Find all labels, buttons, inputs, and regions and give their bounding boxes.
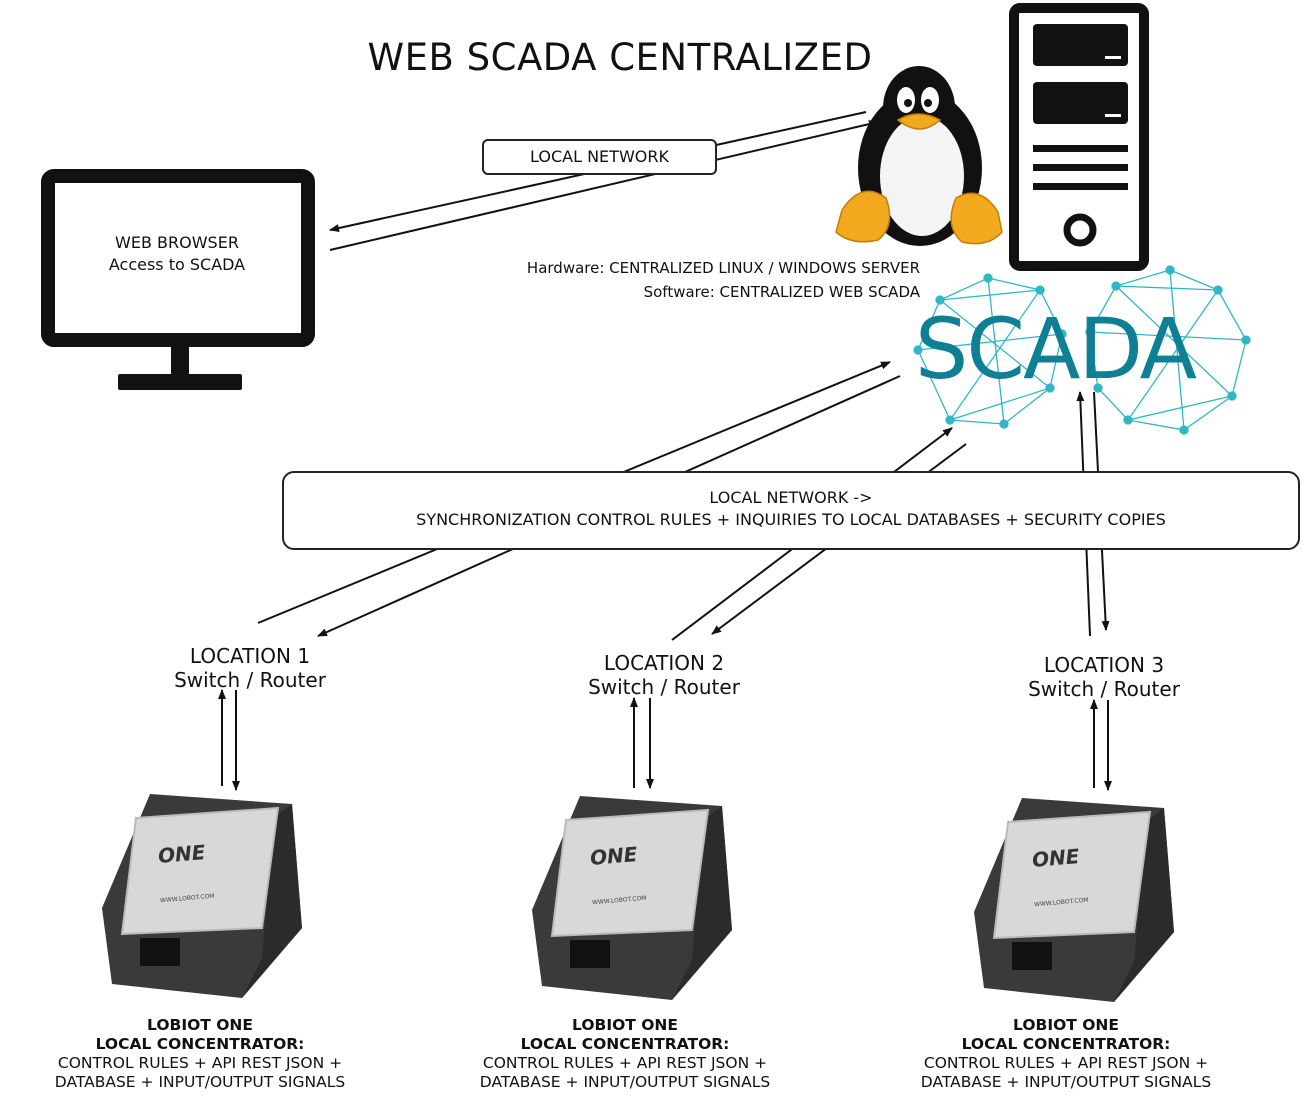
location-1-type: Switch / Router [174,668,326,692]
device-3-label: LOBIOT ONE LOCAL CONCENTRATOR: CONTROL R… [866,1016,1266,1092]
local-network-sync-title: LOCAL NETWORK -> [709,488,873,507]
location-2-type: Switch / Router [588,675,740,699]
device-2-name: LOBIOT ONE [572,1016,678,1034]
device-1-desc2: DATABASE + INPUT/OUTPUT SIGNALS [54,1073,346,1091]
linux-penguin-icon [835,66,1003,246]
web-browser-subtitle: Access to SCADA [108,255,246,274]
device-3-logo: ONE [1031,843,1081,873]
web-browser-label: WEB BROWSER Access to SCADA [64,232,290,276]
device-2-desc2: DATABASE + INPUT/OUTPUT SIGNALS [479,1073,771,1091]
local-network-label: LOCAL NETWORK [482,139,717,175]
location-3: LOCATION 3 Switch / Router [994,653,1214,701]
device-3-desc1: CONTROL RULES + API REST JSON + [923,1054,1209,1072]
device-1-desc1: CONTROL RULES + API REST JSON + [57,1054,343,1072]
local-network-sync-desc: SYNCHRONIZATION CONTROL RULES + INQUIRIE… [416,510,1166,529]
device-3-desc2: DATABASE + INPUT/OUTPUT SIGNALS [920,1073,1212,1091]
arrow-browser-to-server [329,120,879,251]
device-1-role: LOCAL CONCENTRATOR: [95,1035,305,1053]
monitor-icon [41,169,315,390]
device-2-label: LOBIOT ONE LOCAL CONCENTRATOR: CONTROL R… [425,1016,825,1092]
scada-network-icon [913,265,1251,435]
scada-logo-text: SCADA [915,300,1197,398]
location-3-name: LOCATION 3 [1043,653,1165,677]
device-3-role: LOCAL CONCENTRATOR: [961,1035,1171,1053]
lobiot-device-3-icon [974,798,1174,1002]
software-info: Software: CENTRALIZED WEB SCADA [643,283,920,301]
location-2: LOCATION 2 Switch / Router [554,651,774,699]
device-1-label: LOBIOT ONE LOCAL CONCENTRATOR: CONTROL R… [0,1016,400,1092]
server-icon [1009,3,1149,271]
lobiot-device-2-icon [532,796,732,1000]
device-3-name: LOBIOT ONE [1013,1016,1119,1034]
device-1-logo: ONE [157,839,207,869]
hardware-info: Hardware: CENTRALIZED LINUX / WINDOWS SE… [526,259,920,277]
server-info: Hardware: CENTRALIZED LINUX / WINDOWS SE… [330,256,920,304]
device-1-name: LOBIOT ONE [147,1016,253,1034]
location-2-name: LOCATION 2 [603,651,725,675]
device-2-desc1: CONTROL RULES + API REST JSON + [482,1054,768,1072]
device-2-role: LOCAL CONCENTRATOR: [520,1035,730,1053]
page-title: WEB SCADA CENTRALIZED [367,36,873,79]
location-1-name: LOCATION 1 [189,644,311,668]
device-2-logo: ONE [589,841,639,871]
lobiot-device-1-icon [102,794,302,998]
local-network-sync-box: LOCAL NETWORK -> SYNCHRONIZATION CONTROL… [282,471,1300,550]
web-browser-title: WEB BROWSER [115,233,239,252]
location-3-type: Switch / Router [1028,677,1180,701]
location-1: LOCATION 1 Switch / Router [140,644,360,692]
